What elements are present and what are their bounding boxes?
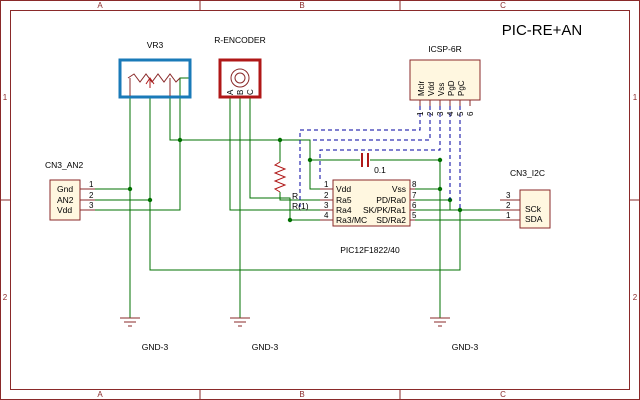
pic-pin-ra3-mc: Ra3/MC (336, 215, 367, 225)
pic-pin-sd-ra2: SD/Ra2 (376, 215, 406, 225)
cn3-an2-pin-vdd: Vdd (57, 205, 72, 215)
zone-label-top-b: B (299, 1, 304, 10)
cn3-an2-pin-number-2: 2 (89, 191, 94, 200)
pic-pin-ra5: Ra5 (336, 195, 352, 205)
pic-pin-number-6: 6 (412, 201, 417, 210)
encoder-pin-c: C (246, 89, 255, 95)
green-wires (95, 77, 500, 318)
zone-label-left-1: 1 (3, 93, 8, 102)
icsp-pin-number-1: 1 (416, 111, 425, 116)
inner-border (10, 10, 630, 390)
resistor-symbol (273, 161, 287, 193)
icsp-pin-vdd: Vdd (427, 82, 436, 96)
ground-label-3: GND-3 (452, 342, 479, 352)
pic-chip (332, 179, 411, 227)
encoder-pin-b: B (236, 90, 245, 95)
zone-label-bottom-a: A (97, 390, 103, 399)
vr3-potentiometer (118, 58, 192, 99)
ground-label-2: GND-3 (252, 342, 279, 352)
cn3-i2c-connector (519, 189, 551, 229)
pic-pin-number-8: 8 (412, 180, 417, 189)
icsp-pin-number-4: 4 (446, 111, 455, 116)
cn3-an2-pin-gnd: Gnd (57, 184, 73, 194)
pic-pin-sk-pk-ra1: SK/PK/Ra1 (363, 205, 406, 215)
zone-label-bottom-b: B (299, 390, 304, 399)
pic-pin-number-4: 4 (324, 211, 329, 220)
cn3-i2c-pin-sck: SCk (525, 204, 542, 214)
icsp-pin-number-6: 6 (466, 111, 475, 116)
icsp-pin-number-3: 3 (436, 111, 445, 116)
cn3-i2c-pin-sda: SDA (525, 214, 543, 224)
ground-symbol-3 (430, 317, 450, 327)
cn3-an2-connector (49, 179, 81, 221)
zone-label-left-2: 2 (3, 293, 8, 302)
capacitor-value: 0.1 (374, 165, 386, 175)
ground-symbol-1 (120, 317, 140, 327)
zone-label-right-2: 2 (633, 293, 638, 302)
pic-pin-pd-ra0: PD/Ra0 (376, 195, 406, 205)
encoder-pin-a: A (226, 89, 235, 95)
resistor-label-r1: R(1) (292, 201, 309, 211)
icsp-bus (299, 106, 461, 210)
pic-pin-number-2: 2 (324, 191, 329, 200)
cn3-an2-pin-number-1: 1 (89, 180, 94, 189)
pic-pin-number-3: 3 (324, 201, 329, 210)
vr3-label: VR3 (147, 40, 164, 50)
sheet-title: PIC-RE+AN (502, 22, 582, 39)
cn3-an2-pins (80, 188, 95, 211)
junction-dots (127, 137, 463, 223)
cn3-i2c-label: CN3_I2C (510, 168, 545, 178)
zone-label-top-a: A (97, 1, 103, 10)
capacitor-symbol (361, 153, 369, 167)
icsp-pin-vss: Vss (437, 83, 446, 96)
icsp-header (409, 59, 481, 101)
pic-pin-vss: Vss (392, 184, 406, 194)
cn3-i2c-pin-number-3: 3 (506, 191, 511, 200)
pic-pins (320, 188, 415, 221)
pic-pin-vdd: Vdd (336, 184, 351, 194)
cn3-an2-pin-an2: AN2 (57, 195, 74, 205)
cn3-i2c-pin-number-2: 2 (506, 201, 511, 210)
icsp-pin-number-2: 2 (426, 111, 435, 116)
cn3-an2-label: CN3_AN2 (45, 160, 84, 170)
resistor-label-r: R (292, 191, 298, 201)
zone-label-bottom-c: C (500, 390, 506, 399)
icsp-pins (419, 100, 471, 106)
pic-pin-number-7: 7 (412, 191, 417, 200)
cn3-i2c-pin-number-1: 1 (506, 211, 511, 220)
cn3-an2-pin-number-3: 3 (89, 201, 94, 210)
icsp-pin-mclr: Mclr (417, 81, 426, 96)
icsp-label: ICSP-6R (428, 44, 462, 54)
zone-label-right-1: 1 (633, 93, 638, 102)
icsp-pin-number-5: 5 (456, 111, 465, 116)
pic-label: PIC12F1822/40 (340, 245, 400, 255)
pic-pin-number-1: 1 (324, 180, 329, 189)
encoder-label: R-ENCODER (214, 35, 265, 45)
ground-label-1: GND-3 (142, 342, 169, 352)
icsp-pin-pgd: PgD (447, 80, 456, 96)
pic-pin-number-5: 5 (412, 211, 417, 220)
rotary-encoder (218, 58, 262, 99)
zone-label-top-c: C (500, 1, 506, 10)
cn3-i2c-pins (500, 199, 520, 221)
ground-symbol-2 (230, 317, 250, 327)
pic-pin-ra4: Ra4 (336, 205, 352, 215)
icsp-pin-pgc: PgC (457, 80, 466, 96)
